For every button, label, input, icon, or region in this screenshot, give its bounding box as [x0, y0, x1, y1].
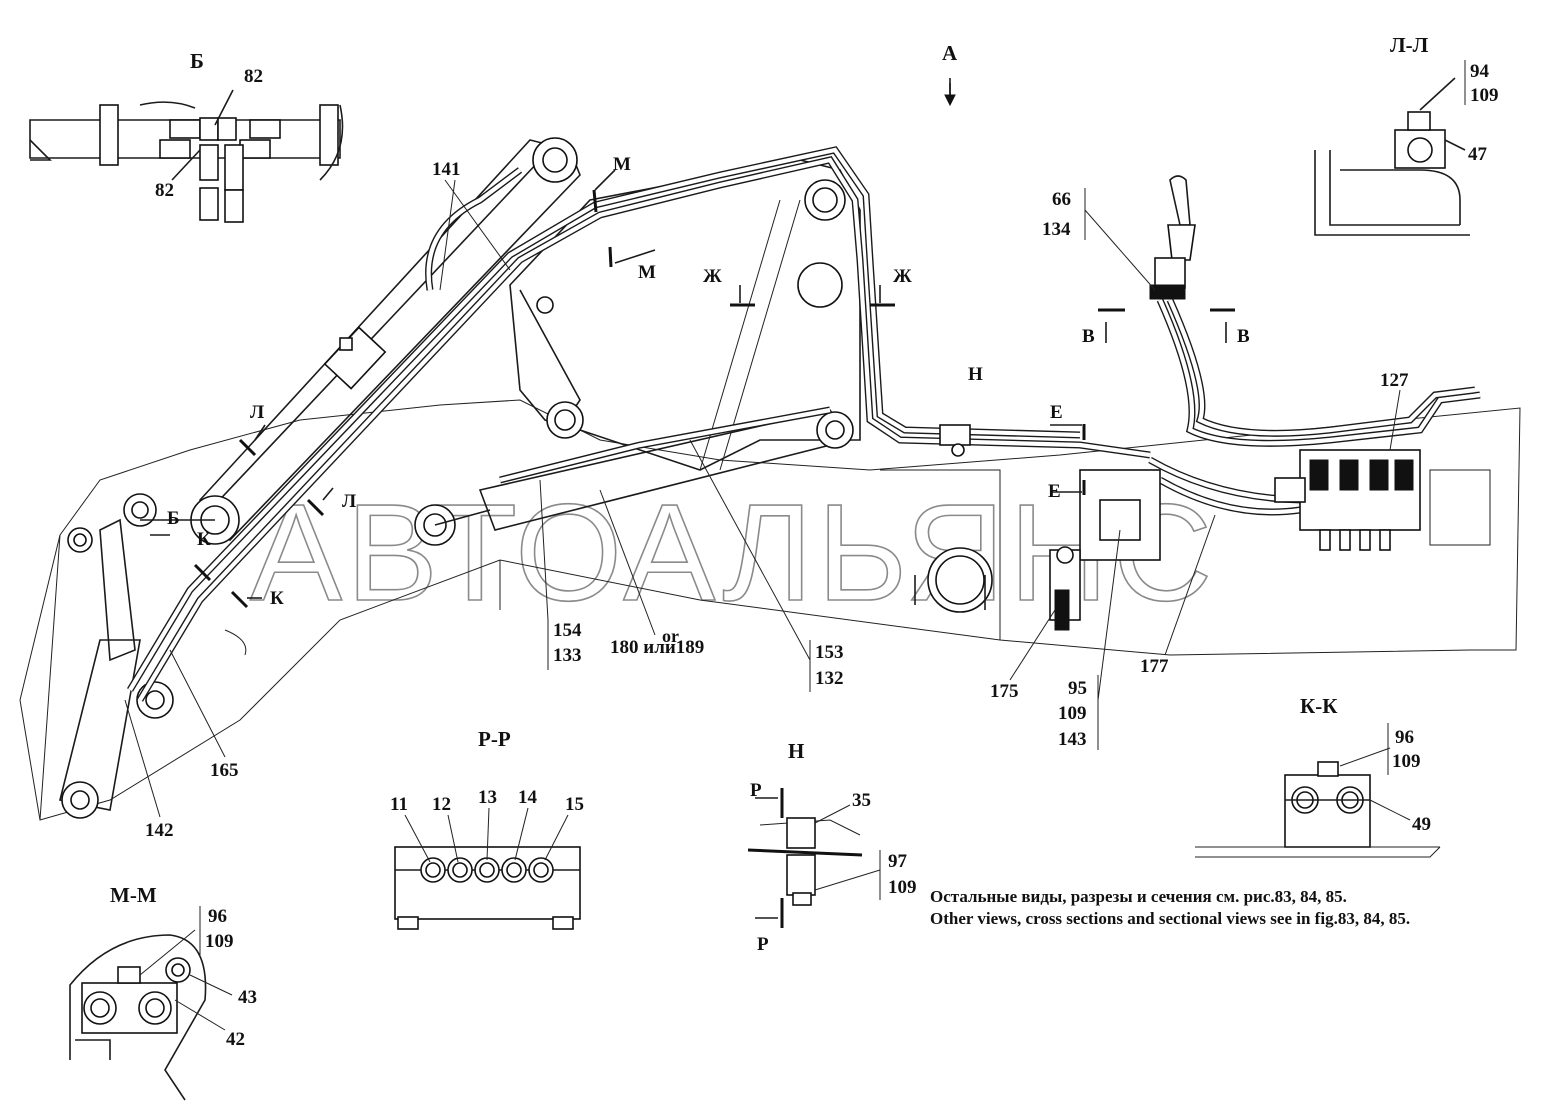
- view-PP-title: Р-Р: [478, 727, 511, 751]
- footnote-ru-text: Остальные виды, разрезы и сечения см. ри…: [930, 887, 1275, 906]
- callout-66: 66: [1052, 189, 1071, 210]
- view-MM-inset: М-М 96 109 43 42: [69, 883, 257, 1101]
- footnote-en-end: .: [1406, 909, 1410, 928]
- callout-13: 13: [478, 787, 497, 808]
- view-LL-title: Л-Л: [1390, 33, 1429, 57]
- control-valve-block: [1274, 449, 1421, 551]
- footnote-ru-sep-0: ,: [1292, 887, 1301, 906]
- mark-Zh-left: Ж: [703, 266, 722, 287]
- callout-or: or: [662, 626, 679, 646]
- footnote-en-fig-0: 83: [1338, 909, 1355, 928]
- footnote-en-fig-2: 85: [1389, 909, 1406, 928]
- mark-K-top: К: [197, 529, 211, 550]
- callout-180-189: 180 или189: [610, 637, 704, 658]
- callout-141: 141: [432, 159, 461, 180]
- callout-109-main: 109: [1058, 703, 1087, 724]
- footnote-ru-fig-1: 84: [1300, 887, 1318, 906]
- callout-109-KK: 109: [1392, 751, 1421, 772]
- callout-142: 142: [145, 820, 174, 841]
- mark-V-right: В: [1237, 326, 1250, 347]
- footnote-ru-end: .: [1343, 887, 1347, 906]
- callout-12: 12: [432, 794, 451, 815]
- callout-175: 175: [990, 681, 1019, 702]
- view-N-title: Н: [788, 739, 804, 763]
- main-callouts: 141 66 134 127 154 133 or 180 или189 153…: [124, 159, 1409, 841]
- callout-42: 42: [226, 1029, 245, 1050]
- callout-82-top: 82: [244, 66, 263, 87]
- callout-153: 153: [815, 642, 844, 663]
- footnote-en-sep-0: ,: [1355, 909, 1364, 928]
- callout-109-N: 109: [888, 877, 917, 898]
- view-B-inset: Б 82 82: [29, 49, 344, 223]
- callout-109-MM: 109: [205, 931, 234, 952]
- footnote-ru-fig-0: 83: [1275, 887, 1292, 906]
- mark-E-bottom: Е: [1048, 481, 1061, 502]
- view-MM-title: М-М: [110, 883, 157, 907]
- mark-V-left: В: [1082, 326, 1095, 347]
- footnote-ru: Остальные виды, разрезы и сечения см. ри…: [930, 887, 1347, 906]
- callout-132: 132: [815, 668, 844, 689]
- callout-127: 127: [1380, 370, 1409, 391]
- callout-96-MM: 96: [208, 906, 227, 927]
- pump-assembly: [914, 424, 1161, 631]
- callout-47: 47: [1468, 144, 1488, 165]
- dipper-stick: [190, 137, 581, 545]
- mark-L-right: Л: [342, 491, 356, 512]
- joystick: [1149, 175, 1196, 300]
- callout-154: 154: [553, 620, 582, 641]
- callout-97: 97: [888, 851, 908, 872]
- footnote-ru-fig-2: 85: [1326, 887, 1343, 906]
- section-letters: М М Ж Ж В В Н Е Е Л Л К К Б: [167, 154, 1250, 609]
- callout-134: 134: [1042, 219, 1071, 240]
- callout-177: 177: [1140, 656, 1169, 677]
- machine-frame-outline: [19, 399, 1521, 821]
- callout-35: 35: [852, 790, 871, 811]
- view-B-title: Б: [190, 49, 204, 73]
- callout-94: 94: [1470, 61, 1490, 82]
- view-A-arrow-head: [944, 94, 956, 107]
- mark-M-top: М: [613, 154, 631, 175]
- mark-B: Б: [167, 508, 180, 529]
- callout-95: 95: [1068, 678, 1087, 699]
- view-N-inset: Н Р Р 35 97 109: [747, 739, 917, 955]
- callout-14: 14: [518, 787, 538, 808]
- callout-15: 15: [565, 794, 584, 815]
- callout-82-bottom: 82: [155, 180, 174, 201]
- footnote: Остальные виды, разрезы и сечения см. ри…: [930, 887, 1410, 928]
- view-LL-inset: Л-Л 94 109 47: [1314, 33, 1499, 236]
- view-PP-inset: Р-Р 11 12 13 14 15: [390, 727, 584, 930]
- boom-cylinder: [414, 409, 854, 546]
- view-KK-title: К-К: [1300, 694, 1338, 718]
- mark-Zh-right: Ж: [893, 266, 912, 287]
- callout-165: 165: [210, 760, 239, 781]
- footnote-en-sep-1: ,: [1380, 909, 1389, 928]
- mark-L-left: Л: [250, 402, 264, 423]
- mark-N: Н: [968, 364, 983, 385]
- callout-96-KK: 96: [1395, 727, 1414, 748]
- callout-49: 49: [1412, 814, 1431, 835]
- bucket-linkage: [59, 493, 247, 819]
- view-A-label: А: [942, 41, 958, 65]
- callout-109-LL: 109: [1470, 85, 1499, 106]
- mark-M-bottom: М: [638, 262, 656, 283]
- view-KK-inset: К-К 96 109 49: [1195, 694, 1441, 858]
- mark-E-top: Е: [1050, 402, 1063, 423]
- footnote-en-text: Other views, cross sections and sectiona…: [930, 909, 1338, 928]
- footnote-en: Other views, cross sections and sectiona…: [930, 909, 1410, 928]
- callout-11: 11: [390, 794, 408, 815]
- mark-P-top: Р: [750, 780, 762, 801]
- boom-arm: [509, 159, 861, 471]
- footnote-en-fig-1: 84: [1363, 909, 1381, 928]
- footnote-ru-sep-1: ,: [1317, 887, 1326, 906]
- mark-P-bottom: Р: [757, 934, 769, 955]
- callout-133: 133: [553, 645, 582, 666]
- callout-43: 43: [238, 987, 257, 1008]
- callout-143: 143: [1058, 729, 1087, 750]
- mark-K-bottom: К: [270, 588, 284, 609]
